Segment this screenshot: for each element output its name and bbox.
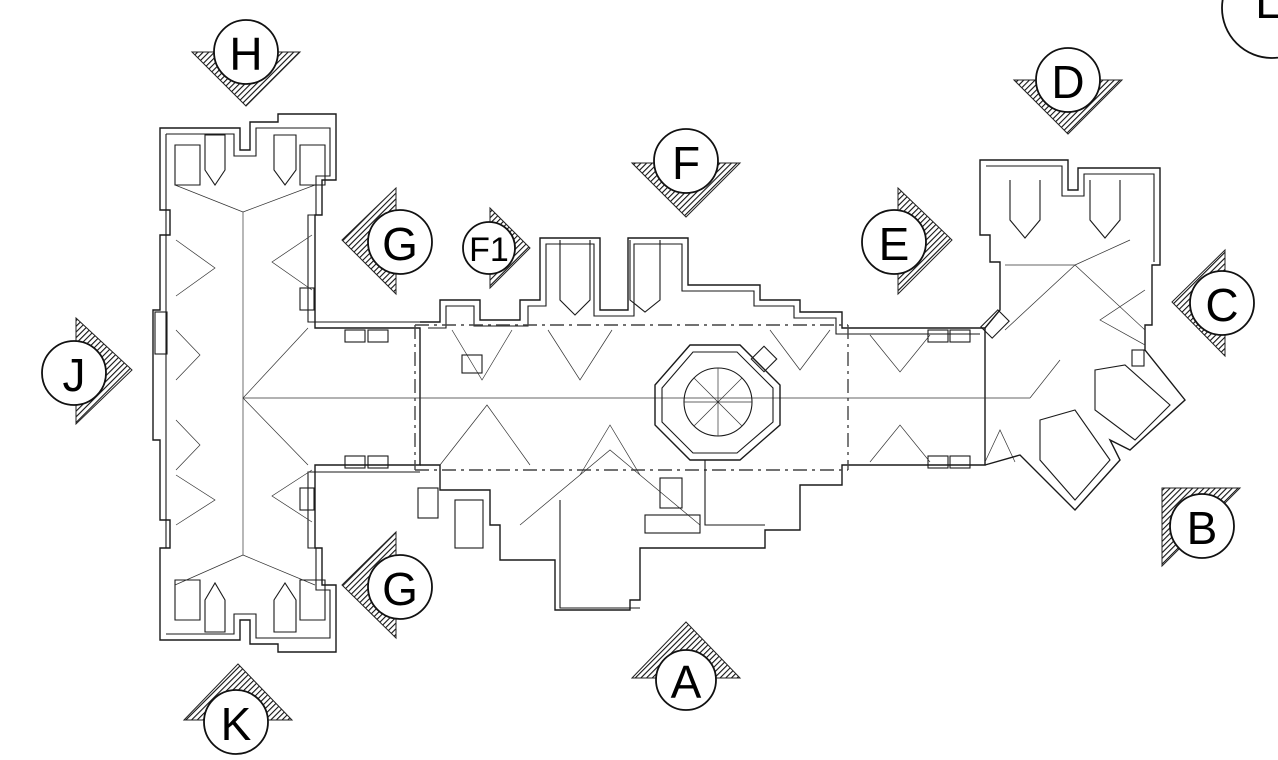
marker-label-c: C	[1205, 279, 1238, 331]
marker-label-l: L	[1255, 0, 1278, 28]
marker-label-g-bottom: G	[382, 563, 418, 615]
section-marker-b[interactable]: B	[1161, 487, 1242, 568]
marker-label-b: B	[1187, 502, 1218, 554]
building-roof-plan	[152, 113, 1186, 653]
section-marker-g-top[interactable]: G	[341, 186, 433, 296]
marker-label-f: F	[672, 137, 700, 189]
marker-label-a: A	[671, 656, 702, 708]
section-marker-c[interactable]: C	[1171, 248, 1255, 358]
section-marker-j[interactable]: J	[41, 316, 133, 426]
section-marker-f[interactable]: F	[630, 128, 742, 218]
marker-label-d: D	[1051, 56, 1084, 108]
marker-label-h: H	[229, 28, 262, 80]
section-marker-l[interactable]: L	[1221, 0, 1278, 59]
section-markers: A B C D E F	[41, 0, 1278, 755]
marker-label-j: J	[63, 349, 86, 401]
section-marker-f1[interactable]: F1	[462, 206, 531, 290]
section-marker-h[interactable]: H	[190, 19, 302, 107]
marker-label-f1: F1	[469, 231, 509, 269]
section-marker-k[interactable]: K	[182, 663, 294, 755]
marker-label-k: K	[221, 698, 252, 750]
section-marker-d[interactable]: D	[1012, 47, 1124, 135]
west-wing	[152, 113, 421, 653]
east-wing	[979, 159, 1186, 512]
central-block	[344, 237, 1016, 611]
section-marker-e[interactable]: E	[861, 186, 953, 296]
section-marker-g-bottom[interactable]: G	[341, 530, 433, 640]
section-marker-a[interactable]: A	[630, 621, 742, 711]
marker-label-g-top: G	[382, 218, 418, 270]
marker-label-e: E	[879, 218, 910, 270]
